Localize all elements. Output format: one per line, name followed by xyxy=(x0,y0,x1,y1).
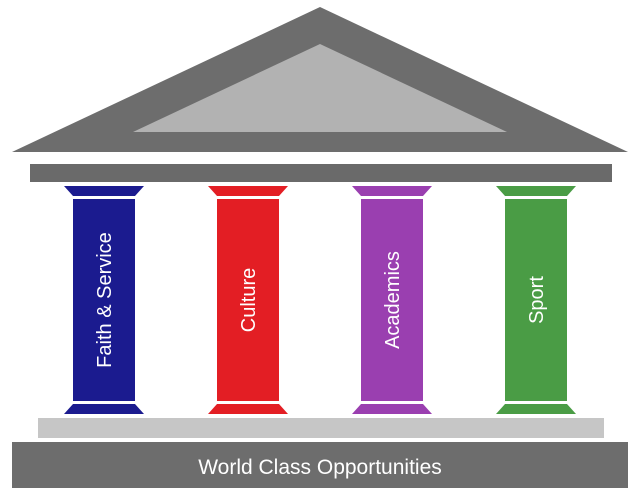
temple-step xyxy=(38,418,604,438)
pillar-label: Academics xyxy=(382,251,404,349)
pillar-label: Culture xyxy=(238,268,260,332)
pillar-label: Faith & Service xyxy=(94,232,116,368)
roof-inner xyxy=(133,44,507,132)
base-label: World Class Opportunities xyxy=(198,456,442,479)
pillar-shaft xyxy=(361,199,423,401)
pillar-capital xyxy=(208,186,288,196)
pillar-base xyxy=(208,404,288,414)
pillar-base xyxy=(64,404,144,414)
pillar-shaft xyxy=(505,199,567,401)
entablature xyxy=(30,164,612,182)
roof-underline xyxy=(14,152,626,158)
pillar-3: Academics xyxy=(352,186,432,414)
temple-base xyxy=(12,442,628,488)
pillar-2: Culture xyxy=(208,186,288,414)
pillar-capital xyxy=(352,186,432,196)
pillar-base xyxy=(352,404,432,414)
pillars-group: Faith & Service Culture Academics Sport xyxy=(64,186,576,414)
pillar-base xyxy=(496,404,576,414)
pillar-capital xyxy=(64,186,144,196)
pillar-1: Faith & Service xyxy=(64,186,144,414)
pillar-capital xyxy=(496,186,576,196)
pillar-shaft xyxy=(217,199,279,401)
pillar-shaft xyxy=(73,199,135,401)
pillar-label: Sport xyxy=(526,276,548,324)
pillar-4: Sport xyxy=(496,186,576,414)
